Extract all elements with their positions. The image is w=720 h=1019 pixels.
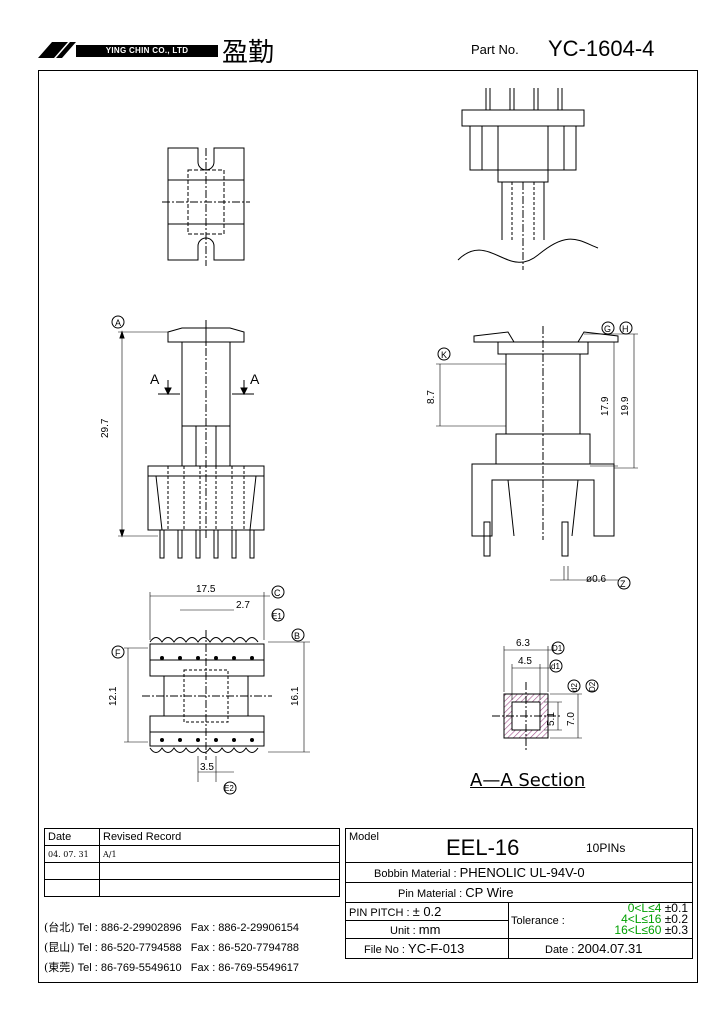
contact-row: (台北) Tel : 886-2-29902896 Fax : 886-2-29… — [44, 919, 299, 935]
record-date: 04. 07. 31 — [44, 845, 100, 863]
contact-tel: Tel : 86-520-7794588 — [77, 942, 182, 954]
dim-29-7: 29.7 — [100, 418, 111, 438]
marker-h: H — [622, 324, 629, 334]
tolerance-range: 4<L≤16 — [621, 912, 662, 926]
top-view — [162, 147, 250, 266]
pin-count: 10PINs — [586, 841, 626, 855]
col-record-header: Revised Record — [99, 828, 340, 846]
record-text — [99, 862, 340, 880]
model-label: Model — [349, 831, 379, 843]
marker-d1-upper: D1 — [552, 644, 563, 653]
bobbin-material-value: PHENOLIC UL-94V-0 — [459, 865, 585, 880]
record-date — [44, 862, 100, 880]
dim-16-1: 16.1 — [290, 686, 301, 706]
aa-section-view — [492, 641, 599, 750]
unit-value: mm — [418, 922, 441, 937]
marker-e1: E1 — [272, 612, 282, 621]
marker-z: Z — [620, 579, 626, 589]
col-date-header: Date — [44, 828, 100, 846]
logo-mark-icon — [38, 42, 76, 58]
marker-e2: E2 — [224, 784, 234, 793]
tolerance-value: ±0.2 — [664, 912, 688, 926]
section-side-view — [436, 321, 638, 590]
contact-tel: Tel : 886-2-29902896 — [77, 922, 182, 934]
section-arrow-right-label: A — [250, 371, 260, 387]
marker-f: F — [115, 648, 121, 658]
part-no: YC-1604-4 — [548, 36, 655, 61]
contact-city: (東莞) — [44, 961, 75, 974]
pin-material-label: Pin Material : — [398, 888, 463, 900]
tolerance-label: Tolerance : — [511, 915, 565, 927]
marker-d2-upper: D2 — [588, 681, 597, 692]
dim-0-6: ø0.6 — [586, 574, 606, 585]
front-view — [111, 315, 265, 559]
contact-fax: Fax : 886-2-29906154 — [190, 922, 300, 934]
marker-c: C — [274, 588, 281, 598]
section-arrow-left-label: A — [150, 371, 160, 387]
file-no-value: YC-F-013 — [408, 941, 465, 956]
company-logo: YING CHIN CO., LTD — [38, 40, 218, 60]
company-name-en: YING CHIN CO., LTD — [76, 45, 218, 57]
pin-material-value: CP Wire — [465, 885, 514, 900]
company-name-cn: 盈勤 — [222, 38, 275, 68]
unit-label: Unit : — [390, 925, 416, 937]
contact-fax: Fax : 86-769-5549617 — [190, 962, 300, 974]
marker-b: B — [294, 631, 300, 641]
drawing-frame — [38, 70, 698, 983]
title-block-header: YING CHIN CO., LTD 盈勤 Part No. YC-1604-4 — [38, 34, 698, 74]
date-label: Date : — [545, 944, 575, 956]
dim-12-1: 12.1 — [108, 686, 119, 706]
marker-a: A — [115, 318, 121, 328]
date-value: 2004.07.31 — [577, 941, 643, 956]
file-no-label: File No : — [364, 944, 405, 956]
pin-pitch-label: PIN PITCH : — [349, 907, 410, 919]
bobbin-material-label: Bobbin Material : — [374, 868, 457, 880]
dim-17-9: 17.9 — [600, 396, 611, 416]
record-text: A/1 — [99, 845, 340, 863]
record-date — [44, 879, 100, 897]
side-view-top — [457, 88, 599, 270]
marker-d2-lower: d2 — [570, 683, 579, 692]
dim-2-7: 2.7 — [236, 600, 250, 611]
section-title: A—A Section — [470, 770, 586, 791]
marker-k: K — [441, 350, 447, 360]
front-view-pins — [159, 529, 255, 559]
dim-3-5: 3.5 — [200, 762, 214, 773]
spec-table: Model EEL-16 10PINs Bobbin Material : PH… — [345, 828, 693, 959]
contact-tel: Tel : 86-769-5549610 — [77, 962, 182, 974]
dim-7-0: 7.0 — [566, 712, 577, 726]
marker-g: G — [604, 324, 611, 334]
contact-row: (東莞) Tel : 86-769-5549610 Fax : 86-769-5… — [44, 959, 299, 975]
bottom-view — [111, 585, 310, 795]
marker-d1-lower: d1 — [551, 662, 560, 671]
dim-8-7: 8.7 — [426, 390, 437, 404]
technical-drawing: A 29.7 A A K 8.7 17.9 19.9 G H ø0.6 Z 17… — [100, 88, 638, 795]
tolerance-range: 0<L≤4 — [627, 901, 662, 915]
dim-5-1: 5.1 — [546, 712, 557, 726]
model-value: EEL-16 — [446, 835, 520, 860]
tolerance-list: 0<L≤4 ±0.1 4<L≤16 ±0.2 16<L≤60 ±0.3 — [614, 901, 688, 937]
dim-17-5: 17.5 — [196, 584, 216, 595]
record-text — [99, 879, 340, 897]
tolerance-value: ±0.1 — [664, 901, 688, 915]
contact-city: (台北) — [44, 921, 75, 934]
dim-19-9: 19.9 — [620, 396, 631, 416]
contact-city: (昆山) — [44, 941, 75, 954]
pin-pitch-value: ± 0.2 — [412, 904, 442, 919]
tolerance-range: 16<L≤60 — [614, 923, 662, 937]
contact-row: (昆山) Tel : 86-520-7794588 Fax : 86-520-7… — [44, 939, 299, 955]
tolerance-value: ±0.3 — [664, 923, 688, 937]
dim-4-5: 4.5 — [518, 656, 532, 667]
contact-fax: Fax : 86-520-7794788 — [190, 942, 300, 954]
dim-6-3: 6.3 — [516, 638, 530, 649]
part-no-label: Part No. — [471, 42, 519, 57]
